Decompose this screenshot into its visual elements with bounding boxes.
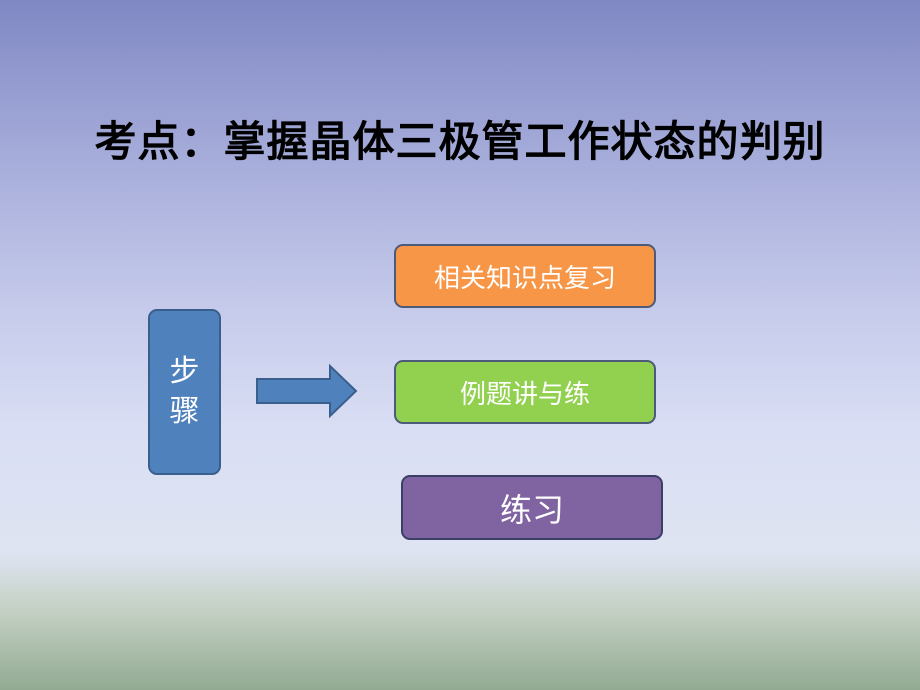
right-arrow-icon: [256, 364, 358, 418]
slide-title: 考点：掌握晶体三极管工作状态的判别: [94, 117, 826, 166]
steps-label-char-1: 步: [169, 354, 200, 389]
examples-practice-label: 例题讲与练: [459, 379, 590, 410]
exercise-box: 练习: [401, 475, 663, 540]
steps-label-char-2: 骤: [169, 394, 200, 429]
steps-box: 步 骤: [148, 309, 221, 475]
review-knowledge-label: 相关知识点复习: [433, 263, 616, 294]
review-knowledge-box: 相关知识点复习: [394, 244, 656, 308]
examples-practice-box: 例题讲与练: [394, 360, 656, 424]
exercise-label: 练习: [499, 490, 564, 529]
